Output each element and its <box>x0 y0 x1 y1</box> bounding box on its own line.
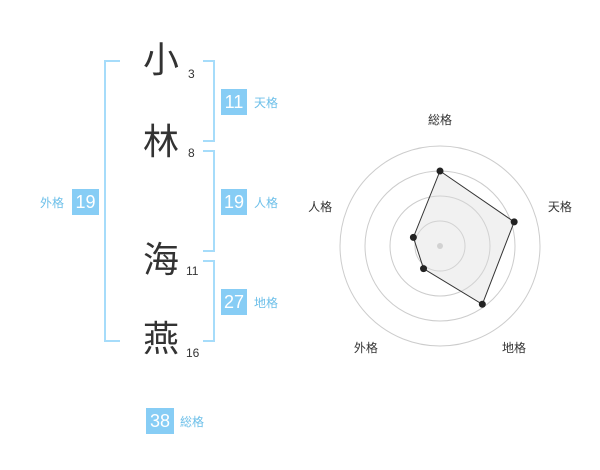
stroke-count-1: 3 <box>188 67 195 81</box>
radar-point-3 <box>478 300 486 308</box>
name-char-2: 林 <box>142 122 179 163</box>
stroke-count-3: 11 <box>186 264 199 278</box>
chikaku-value: 27 <box>221 289 247 315</box>
soukaku-label: 総格 <box>180 415 205 429</box>
radar-value-polygon <box>412 170 515 305</box>
tenkaku-value: 11 <box>221 89 247 115</box>
name-char-1: 小 <box>142 40 179 81</box>
stroke-count-4: 16 <box>186 346 200 360</box>
gaikaku-value: 19 <box>72 189 99 215</box>
radar-ring <box>414 220 466 272</box>
jinkaku-value: 19 <box>221 189 247 215</box>
chikaku-label: 地格 <box>254 296 279 310</box>
radar-axis-label: 天格 <box>548 199 572 214</box>
jinkaku-bracket <box>203 150 215 252</box>
tenkaku-bracket <box>203 60 215 142</box>
gaikaku-label: 外格 <box>40 196 65 210</box>
radar-center-dot <box>437 243 443 249</box>
radar-axis-label: 外格 <box>354 340 378 355</box>
outer-bracket <box>104 60 120 342</box>
radar-axis-label: 総格 <box>428 112 452 127</box>
radar-point-5 <box>409 233 417 241</box>
name-char-4: 燕 <box>142 319 179 360</box>
radar-axis-label: 地格 <box>502 340 526 355</box>
jinkaku-label: 人格 <box>254 196 279 210</box>
tenkaku-label: 天格 <box>254 96 279 110</box>
soukaku-value: 38 <box>146 408 174 434</box>
radar-ring <box>339 145 541 347</box>
radar-point-4 <box>420 265 428 273</box>
radar-axis-label: 人格 <box>308 199 332 214</box>
stroke-count-2: 8 <box>188 146 195 160</box>
radar-point-2 <box>510 218 518 226</box>
radar-ring <box>389 195 491 297</box>
radar-point-1 <box>436 167 444 175</box>
chikaku-bracket <box>203 260 215 342</box>
name-char-3: 海 <box>142 240 179 281</box>
